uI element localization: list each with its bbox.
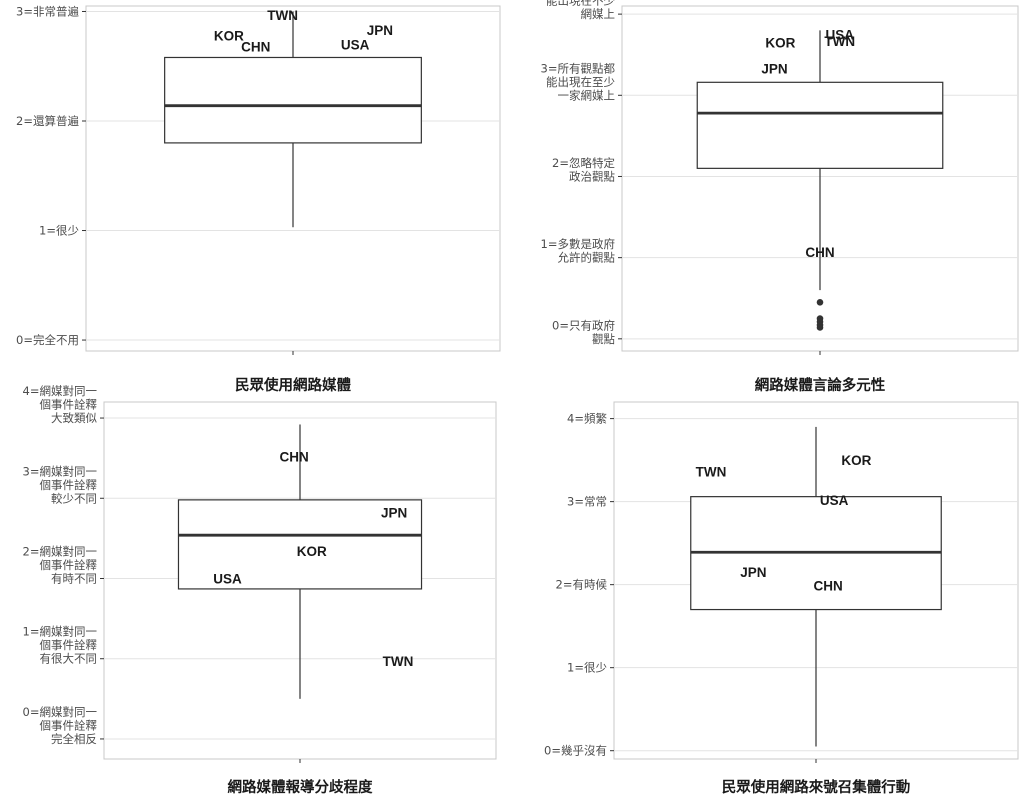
chart-title: 民眾使用網路媒體 — [235, 376, 351, 394]
outlier-point — [816, 324, 824, 331]
country-label-chn: CHN — [279, 450, 308, 465]
y-tick-label: 4=網媒對同一個事件詮釋大致類似 — [23, 384, 98, 425]
country-label-twn: TWN — [383, 654, 414, 669]
y-tick-label: 0=只有政府觀點 — [552, 318, 615, 346]
y-tick-label: 0=網媒對同一個事件詮釋完全相反 — [23, 705, 98, 746]
y-tick-label: 4=頻繁 — [567, 412, 607, 426]
y-tick-label: 3=非常普遍 — [16, 4, 79, 18]
y-tick-label: 1=很少 — [567, 661, 607, 675]
y-tick-label: 0=完全不用 — [16, 333, 79, 347]
country-label-jpn: JPN — [367, 23, 393, 38]
y-tick-label: 2=忽略特定政治觀點 — [552, 156, 615, 184]
chart-panel-2: 0=只有政府觀點 1=多數是政府允許的觀點 2=忽略特定政治觀點 3=所有觀點都能出現… — [541, 0, 1019, 394]
country-label-usa: USA — [826, 27, 855, 42]
chart-title: 民眾使用網路來號召集體行動 — [722, 778, 911, 796]
country-label-jpn: JPN — [740, 565, 766, 580]
box — [177, 499, 423, 590]
chart-title: 網路媒體言論多元性 — [755, 376, 886, 394]
country-label-kor: KOR — [841, 453, 871, 468]
box — [696, 81, 944, 169]
y-tick-label: 4=所有觀點都能出現在不少網媒上 — [541, 0, 616, 21]
y-tick-label: 3=網媒對同一個事件詮釋較少不同 — [23, 464, 98, 505]
country-label-jpn: JPN — [761, 62, 787, 77]
country-label-chn: CHN — [805, 245, 834, 260]
country-label-chn: CHN — [813, 578, 842, 593]
country-label-kor: KOR — [765, 36, 795, 51]
y-tick-label: 1=多數是政府允許的觀點 — [541, 237, 616, 265]
y-tick-label: 2=網媒對同一個事件詮釋有時不同 — [23, 544, 98, 585]
country-label-twn: TWN — [696, 465, 727, 480]
chart-panel-3: 0=網媒對同一個事件詮釋完全相反 1=網媒對同一個事件詮釋有很大不同 2=網媒對同一… — [23, 384, 497, 796]
y-tick-label: 1=很少 — [39, 224, 79, 238]
y-tick-label: 2=還算普遍 — [16, 114, 79, 128]
y-tick-label: 2=有時候 — [556, 578, 608, 592]
y-tick-label: 3=常常 — [567, 495, 607, 509]
outlier-point — [816, 298, 824, 306]
country-label-twn: TWN — [824, 34, 855, 49]
country-label-kor: KOR — [214, 29, 244, 44]
y-tick-label: 0=幾乎沒有 — [544, 744, 607, 758]
chart-title: 網路媒體報導分歧程度 — [228, 778, 373, 796]
y-tick-label: 1=網媒對同一個事件詮釋有很大不同 — [23, 625, 98, 666]
country-label-twn: TWN — [267, 8, 298, 23]
chart-panel-4: 0=幾乎沒有 1=很少 2=有時候 3=常常 4=頻繁 KOR TWN USA JPN CHN 民眾… — [544, 401, 1019, 796]
box — [164, 56, 422, 144]
country-label-kor: KOR — [297, 544, 327, 559]
country-label-chn: CHN — [241, 40, 270, 55]
country-label-jpn: JPN — [381, 506, 407, 521]
y-tick-label: 3=所有觀點都能出現在至少一家網媒上 — [541, 61, 616, 102]
country-label-usa: USA — [213, 571, 242, 586]
country-label-usa: USA — [341, 37, 370, 52]
country-label-usa: USA — [820, 493, 849, 508]
